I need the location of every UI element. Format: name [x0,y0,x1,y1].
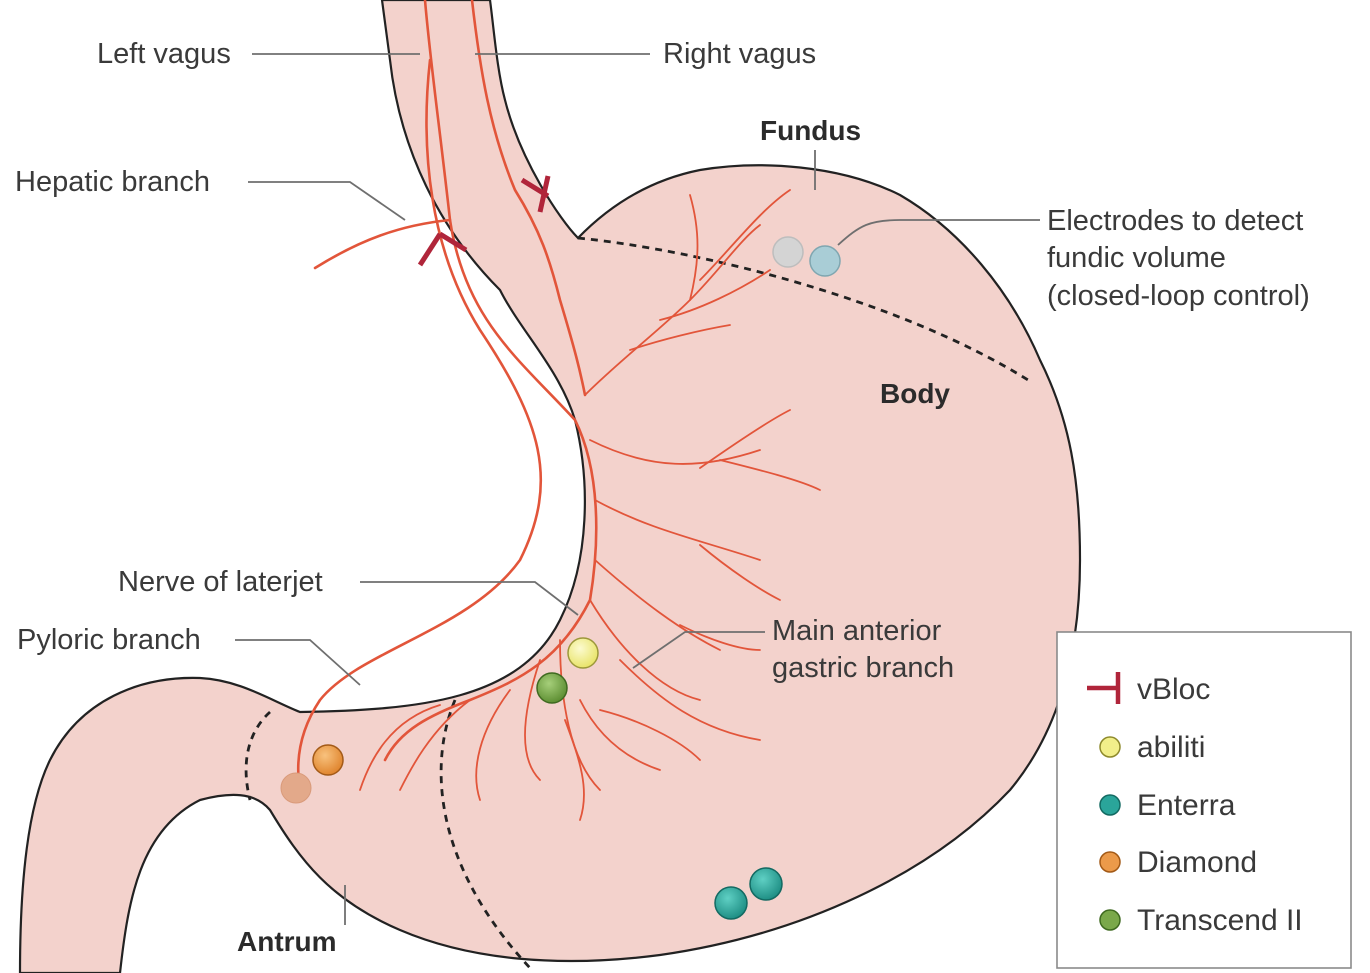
label-body: Body [880,378,950,409]
fundic-electrode-blue [810,246,840,276]
label-electrodes-3: (closed-loop control) [1047,280,1310,312]
label-nerve-of-laterjet: Nerve of laterjet [118,566,323,598]
legend-label-diamond: Diamond [1137,846,1257,879]
label-fundus: Fundus [760,115,861,146]
label-left-vagus: Left vagus [97,38,231,70]
circle-icon [1100,795,1120,815]
label-antrum: Antrum [237,926,337,957]
enterra-electrode-1 [715,887,747,919]
diamond-electrode [313,745,343,775]
abiliti-electrode [568,638,598,668]
label-electrodes-1: Electrodes to detect [1047,205,1303,237]
label-main-anterior-1: Main anterior [772,615,942,647]
diamond-electrode-faded [281,773,311,803]
label-hepatic-branch: Hepatic branch [15,166,210,198]
leader-pyloric [235,640,360,685]
enterra-electrode-2 [750,868,782,900]
label-electrodes-2: fundic volume [1047,242,1226,274]
legend-label-vbloc: vBloc [1137,673,1210,706]
fundic-electrode-grey [773,237,803,267]
transcend-electrode [537,673,567,703]
circle-icon [1100,852,1120,872]
leader-hepatic [248,182,405,220]
legend-label-transcend: Transcend II [1137,904,1303,937]
circle-icon [1100,910,1120,930]
label-main-anterior-2: gastric branch [772,652,954,684]
leader-laterjet [360,582,578,615]
label-pyloric-branch: Pyloric branch [17,624,201,656]
legend-label-abiliti: abiliti [1137,731,1205,764]
stomach-shape [20,0,1080,973]
legend-label-enterra: Enterra [1137,789,1236,822]
label-right-vagus: Right vagus [663,38,816,70]
legend: vBloc abiliti Enterra Diamond Transcend … [1057,632,1351,968]
circle-icon [1100,737,1120,757]
